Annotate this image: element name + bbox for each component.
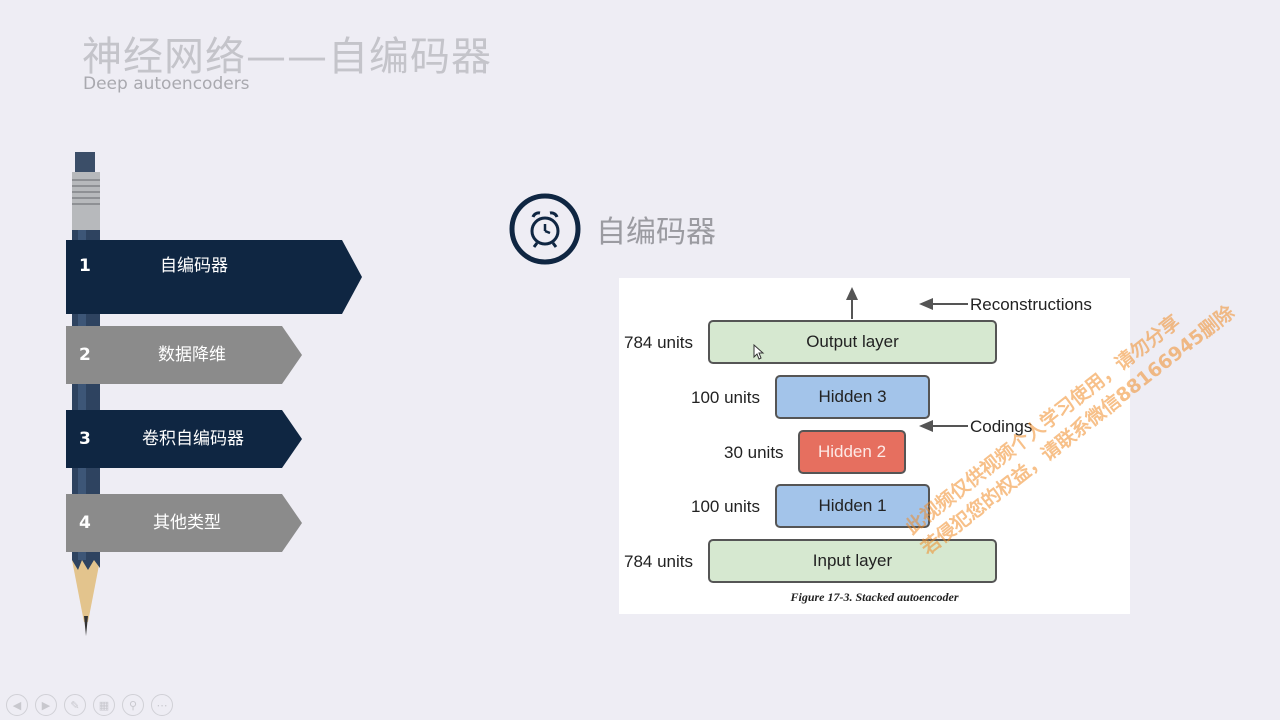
- autoencoder-figure: Reconstructions Codings 784 units Output…: [619, 278, 1130, 614]
- menu-item-number: 3: [79, 429, 91, 449]
- layer-units: 784 units: [624, 552, 693, 571]
- layer-box-hidden3: Hidden 3: [775, 375, 930, 419]
- pencil-graphic: [72, 152, 100, 636]
- pen-icon[interactable]: ✎: [64, 694, 86, 716]
- menu-item-label: 自编码器: [160, 256, 228, 276]
- previous-icon[interactable]: ◀: [6, 694, 28, 716]
- zoom-icon[interactable]: ⚲: [122, 694, 144, 716]
- slide-title: 神经网络——自编码器: [82, 34, 492, 80]
- figure-caption: Figure 17-3. Stacked autoencoder: [790, 590, 959, 604]
- presentation-toolbar: ◀ ▶ ✎ ▦ ⚲ ⋯: [6, 694, 173, 716]
- menu-item-label: 卷积自编码器: [142, 429, 244, 449]
- slide-subtitle: Deep autoencoders: [83, 74, 250, 94]
- layer-units: 30 units: [724, 443, 784, 462]
- menu-item-3[interactable]: 3 卷积自编码器: [66, 410, 302, 468]
- menu-item-number: 4: [79, 513, 91, 533]
- more-icon[interactable]: ⋯: [151, 694, 173, 716]
- layer-box-output: Output layer: [708, 320, 997, 364]
- menu-item-1[interactable]: 1 自编码器: [66, 240, 362, 314]
- section-title: 自编码器: [596, 215, 716, 250]
- reconstructions-label: Reconstructions: [970, 295, 1092, 314]
- menu-item-label: 其他类型: [153, 513, 221, 533]
- menu-item-label: 数据降维: [158, 345, 226, 365]
- slides-icon[interactable]: ▦: [93, 694, 115, 716]
- menu-item-4[interactable]: 4 其他类型: [66, 494, 302, 552]
- figure-arrows: [846, 287, 968, 432]
- layer-units: 100 units: [691, 388, 760, 407]
- menu-item-number: 2: [79, 345, 91, 365]
- menu-item-number: 1: [79, 256, 91, 276]
- layer-box-hidden2: Hidden 2: [798, 430, 906, 474]
- mouse-cursor-icon: [753, 344, 765, 360]
- layer-box-input: Input layer: [708, 539, 997, 583]
- layer-box-hidden1: Hidden 1: [775, 484, 930, 528]
- menu-item-2[interactable]: 2 数据降维: [66, 326, 302, 384]
- codings-label: Codings: [970, 417, 1033, 436]
- layer-units: 100 units: [691, 497, 760, 516]
- alarm-clock-icon: [509, 193, 581, 265]
- next-icon[interactable]: ▶: [35, 694, 57, 716]
- layer-units: 784 units: [624, 333, 693, 352]
